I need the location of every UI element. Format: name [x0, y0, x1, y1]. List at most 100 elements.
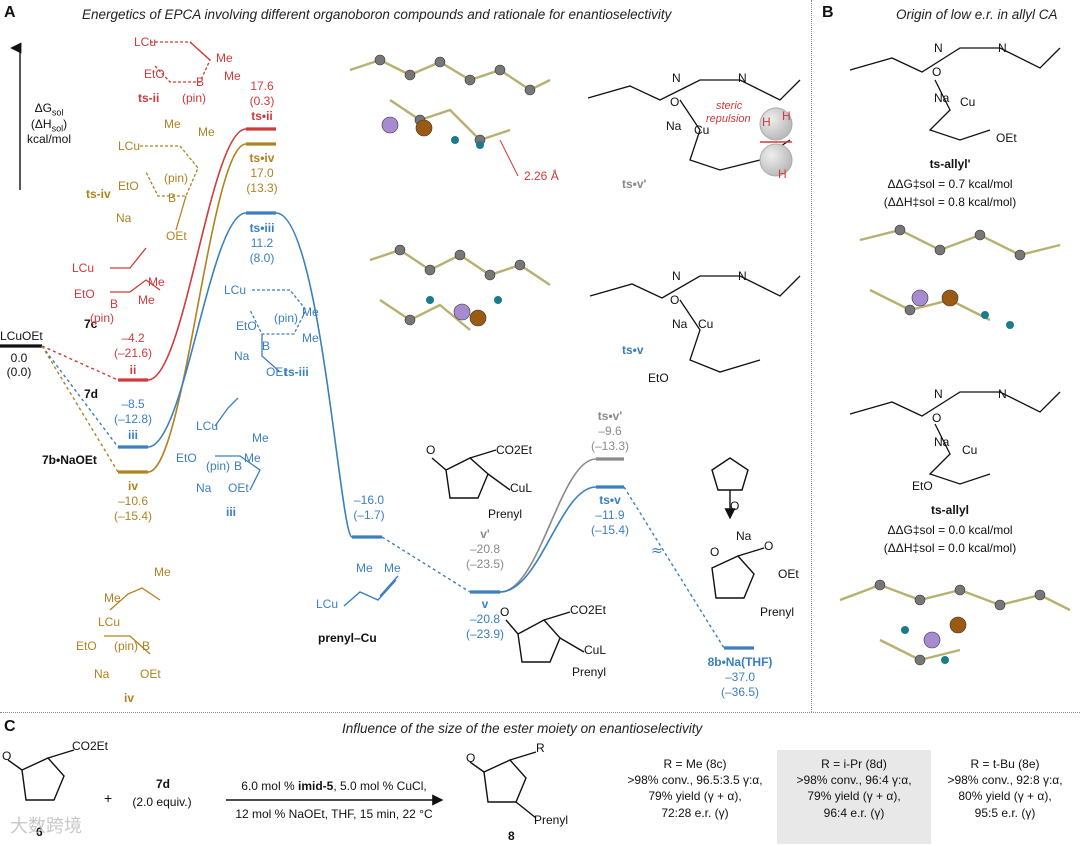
ii-lcu: LCu [72, 261, 95, 275]
ii-me2: Me [138, 293, 155, 307]
ts-iv-me2: Me [198, 125, 215, 139]
v-prime-h: (–23.5) [465, 557, 505, 571]
tsvp-na: Na [666, 119, 682, 133]
iv-me2: Me [104, 591, 121, 605]
tsvp-n1: N [672, 71, 681, 85]
b-o2: O [932, 411, 942, 425]
watermark: 大数跨境 [10, 816, 82, 836]
iv-lcu: LCu [98, 615, 121, 629]
ts-ii-label: ts•ii [251, 109, 273, 123]
iii-g: –8.5 [121, 397, 145, 411]
ts-v-h: (–15.4) [590, 523, 630, 537]
iv-name: iv [124, 691, 135, 705]
ts-allyl-dh: (ΔΔH‡sol = 0.0 kcal/mol) [883, 541, 1017, 555]
iv-g: –10.6 [117, 494, 149, 508]
start-h: (0.0) [6, 365, 32, 379]
ts-iii-pin: (pin) [274, 311, 299, 325]
ts-iv-na: Na [116, 211, 132, 225]
ts-v-prime-label: ts•v' [597, 409, 623, 423]
iii-lcu: LCu [196, 419, 219, 433]
prod-o2: O [710, 545, 720, 559]
panel-divider-vertical [811, 0, 812, 712]
vp-cul: CuL [510, 481, 533, 495]
panel-divider-horizontal [0, 712, 1080, 713]
panel-c-title: Influence of the size of the ester moiet… [342, 721, 703, 736]
c-product-r: R [536, 741, 545, 755]
tsvp-cu: Cu [694, 123, 710, 137]
axis-dg: ΔG [34, 101, 52, 115]
v-o: O [500, 605, 510, 619]
ts-iv-label: ts•iv [249, 151, 275, 165]
prenyl-me1: Me [356, 561, 373, 575]
result-me-l3: 72:28 e.r. (γ) [661, 805, 729, 820]
c-reactant-o: O [2, 749, 12, 763]
ii-pin: (pin) [90, 311, 115, 325]
iii-me1: Me [252, 431, 269, 445]
vp-prenyl: Prenyl [488, 507, 523, 521]
v-label: v [481, 597, 489, 611]
result-ipr-l1: >98% conv., 96:4 γ:α, [796, 773, 912, 788]
ts-v-label: ts•v [599, 493, 621, 507]
v-cul: CuL [584, 643, 607, 657]
ii-h: (–21.6) [113, 346, 153, 360]
iv-eto: EtO [76, 639, 97, 653]
v-co2et: CO2Et [570, 603, 607, 617]
ts-iv-pin: (pin) [164, 171, 189, 185]
result-me-l1: >98% conv., 96.5:3.5 γ:α, [627, 773, 763, 788]
axis-unit: kcal/mol [26, 132, 71, 147]
b-o1: O [932, 65, 942, 79]
ts-iii-b: B [262, 339, 271, 353]
v-prime-g: –20.8 [469, 542, 501, 556]
result-tbu-l2: 80% yield (γ + α), [958, 789, 1052, 804]
reactant-number: 6 [36, 825, 43, 839]
repulsion-label: repulsion [706, 113, 751, 125]
panel-c-letter: C [4, 718, 16, 735]
axis-dh: (ΔH [30, 116, 52, 131]
b-cu2: Cu [962, 443, 978, 457]
tsv-na: Na [672, 317, 688, 331]
ts-iv-name: ts-iv [86, 187, 111, 201]
ts-iv-me1: Me [164, 117, 181, 131]
axis-label: ΔGsol (ΔHsol) kcal/mol [24, 101, 74, 147]
panel-a-title: Energetics of EPCA involving different o… [82, 7, 672, 22]
result-tbu-r: R = t-Bu (8e) [970, 757, 1040, 771]
iv-pin: (pin) [114, 639, 139, 653]
iii-b: B [234, 459, 243, 473]
conditions-bottom: 12 mol % NaOEt, THF, 15 min, 22 °C [235, 807, 433, 821]
result-ipr-l3: 96:4 e.r. (γ) [823, 805, 885, 820]
prod-na: Na [736, 529, 752, 543]
product-g: –37.0 [724, 670, 756, 684]
product-number: 8 [508, 829, 515, 843]
b-cu1: Cu [960, 95, 976, 109]
steric-label: steric [716, 100, 743, 112]
iii-me2: Me [244, 451, 261, 465]
reagent-label: 7d [155, 777, 170, 791]
start-label: LCuOEt [0, 329, 43, 343]
vp-co2et: CO2Et [496, 443, 533, 457]
ts-iii-g: 11.2 [250, 236, 274, 250]
ts-ii-name: ts-ii [138, 91, 160, 105]
ts-iv-h: (13.3) [246, 181, 278, 195]
iv-na: Na [94, 667, 110, 681]
ts-iii-h: (8.0) [249, 251, 275, 265]
ts-ii-lcu: LCu [134, 35, 157, 49]
v-h: (–23.9) [465, 627, 505, 641]
tsv-cu: Cu [698, 317, 714, 331]
iv-h: (–15.4) [113, 509, 153, 523]
ts-v-prime-h: (–13.3) [590, 439, 630, 453]
ts-ii-me2: Me [224, 69, 241, 83]
b-eto2: EtO [912, 479, 933, 493]
product-h: (–36.5) [720, 685, 760, 699]
ts-iv-b: B [168, 191, 177, 205]
vp-o: O [426, 443, 436, 457]
prod-o3: O [764, 539, 774, 553]
ts-v-g: –11.9 [595, 508, 625, 522]
ts-allyl-label: ts-allyl [930, 503, 969, 517]
ii-b: B [110, 297, 119, 311]
highlight-box [777, 750, 931, 844]
iii-name: iii [226, 505, 237, 519]
plus-sign: + [104, 790, 113, 806]
ts-allyl-prime-label: ts-allyl' [929, 157, 971, 171]
iii-label: iii [127, 428, 138, 442]
result-ipr: R = i-Pr (8d) >98% conv., 96:4 γ:α, 79% … [779, 756, 929, 821]
